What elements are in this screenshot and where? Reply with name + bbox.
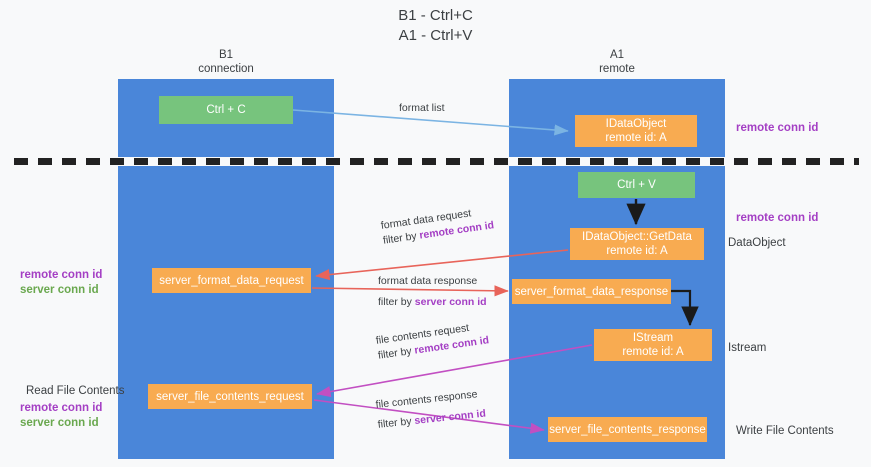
filter-prefix: filter by — [382, 229, 421, 247]
box-getdata-remote-id: remote id: A — [606, 245, 668, 257]
filter-prefix: filter by — [377, 415, 416, 431]
box-server-format-data-response[interactable]: server_format_data_response — [512, 279, 671, 304]
box-getdata-title: IDataObject::GetData — [582, 231, 692, 243]
annotation-remote-conn-id-mid: remote conn id — [736, 212, 819, 224]
lane-header-b1-name: B1 — [218, 49, 234, 61]
section-divider — [14, 158, 859, 165]
box-ctrl-v[interactable]: Ctrl + V — [578, 172, 695, 198]
box-istream-remote-id: remote id: A — [622, 346, 684, 358]
annotation-dataobject: DataObject — [728, 237, 786, 249]
box-idataobject[interactable]: IDataObject remote id: A — [575, 115, 697, 147]
lane-header-b1: B1 connection — [118, 48, 334, 76]
annotation-left-bottom-group: remote conn id server conn id — [20, 401, 102, 431]
box-idataobject-getdata[interactable]: IDataObject::GetData remote id: A — [570, 228, 704, 260]
box-server-file-contents-request-label: server_file_contents_request — [156, 390, 304, 403]
title-line-2: A1 - Ctrl+V — [398, 27, 473, 44]
annotation-istream: Istream — [728, 342, 767, 354]
annotation-remote-conn-id-left-mid: remote conn id — [20, 269, 103, 281]
lane-header-a1-role: remote — [599, 63, 635, 75]
box-idataobject-remote-id: remote id: A — [605, 132, 667, 144]
box-ctrl-c[interactable]: Ctrl + C — [159, 96, 293, 124]
box-server-file-contents-response[interactable]: server_file_contents_response — [548, 417, 707, 442]
box-idataobject-title: IDataObject — [605, 118, 667, 130]
filter-prefix: filter by — [378, 296, 415, 308]
box-istream[interactable]: IStream remote id: A — [594, 329, 712, 361]
filter-key-server-conn-id: server conn id — [414, 296, 487, 308]
lane-band-a1-bottom — [509, 166, 725, 459]
annotation-write-file-contents: Write File Contents — [736, 425, 834, 437]
arrow-label-file-contents-request: file contents request filter by remote c… — [375, 318, 490, 363]
page-title: B1 - Ctrl+C A1 - Ctrl+V — [0, 6, 871, 46]
box-istream-title: IStream — [632, 332, 674, 344]
lane-header-a1-name: A1 — [609, 49, 625, 61]
arrow-label-file-contents-response: file contents response filter by server … — [375, 387, 487, 433]
box-server-format-data-request-label: server_format_data_request — [159, 274, 304, 287]
filter-key-server-conn-id: server conn id — [413, 407, 487, 427]
arrow-label-format-data-response-filter: filter by server conn id — [378, 295, 487, 310]
annotation-server-conn-id-left-bot: server conn id — [20, 417, 99, 429]
arrow-label-format-data-response: format data response filter by server co… — [378, 274, 487, 310]
annotation-remote-conn-id-top: remote conn id — [736, 122, 819, 134]
annotation-read-file-contents: Read File Contents — [26, 385, 125, 397]
box-server-format-data-request[interactable]: server_format_data_request — [152, 268, 311, 293]
title-line-1: B1 - Ctrl+C — [398, 7, 473, 24]
box-server-file-contents-request[interactable]: server_file_contents_request — [148, 384, 312, 409]
arrow-label-format-data-response-text: format data response — [378, 275, 478, 287]
box-ctrl-v-label: Ctrl + V — [617, 179, 656, 191]
annotation-server-conn-id-left-mid: server conn id — [20, 284, 99, 296]
annotation-left-middle-group: remote conn id server conn id — [20, 268, 102, 298]
box-ctrl-c-label: Ctrl + C — [206, 104, 246, 116]
annotation-remote-conn-id-left-bot: remote conn id — [20, 402, 103, 414]
arrow-label-format-list-text: format list — [399, 102, 445, 114]
lane-band-b1-bottom — [118, 166, 334, 459]
box-server-file-contents-response-label: server_file_contents_response — [549, 423, 706, 436]
lane-header-b1-role: connection — [198, 63, 254, 75]
box-server-format-data-response-label: server_format_data_response — [514, 285, 669, 298]
arrow-label-format-list: format list — [399, 101, 445, 116]
lane-header-a1: A1 remote — [509, 48, 725, 76]
arrow-label-format-data-request: format data request filter by remote con… — [380, 203, 495, 248]
filter-prefix: filter by — [377, 344, 416, 362]
